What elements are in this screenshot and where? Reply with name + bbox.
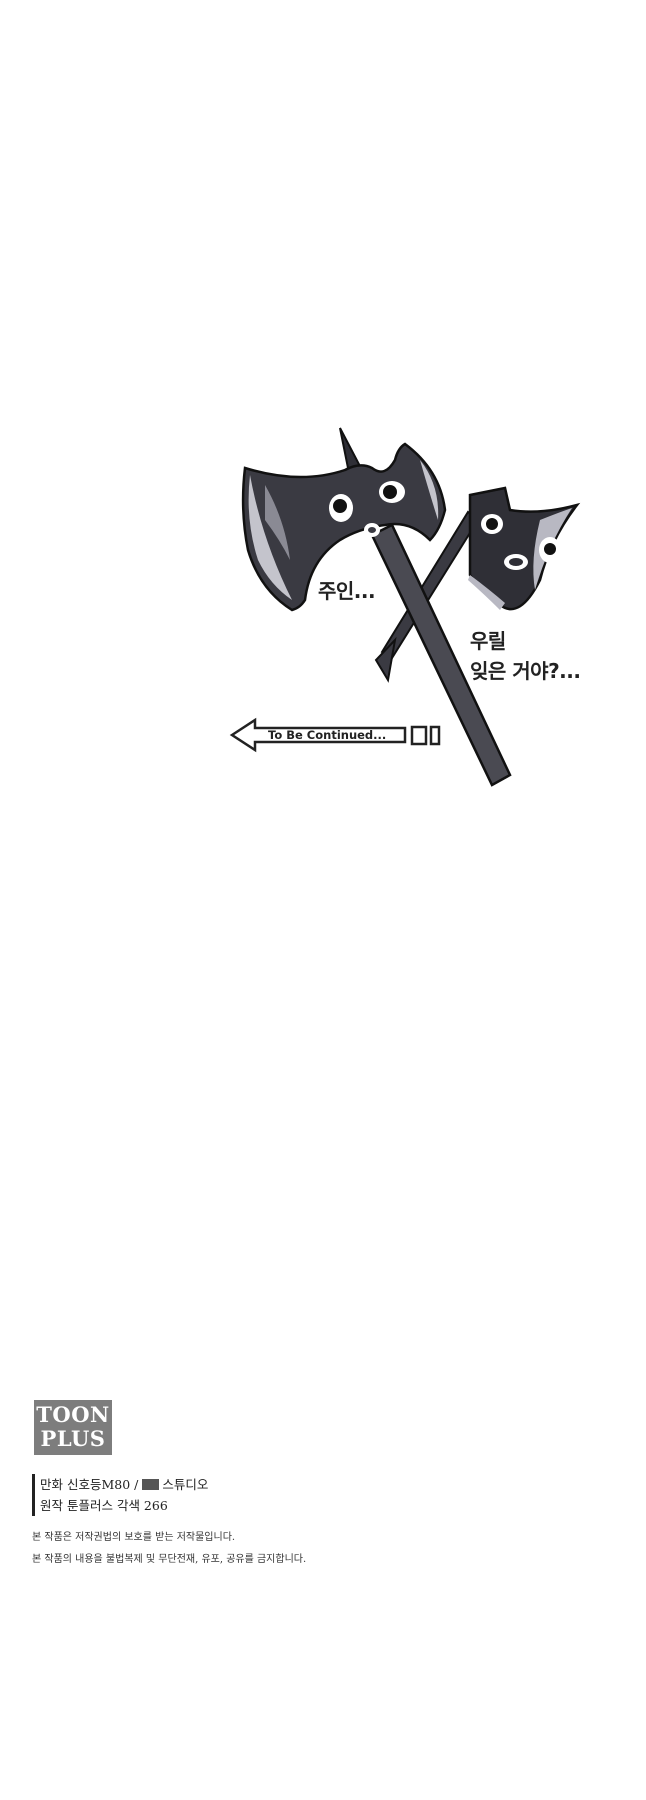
logo-line2: PLUS [40, 1426, 106, 1451]
crossed-axes-illustration [229, 427, 581, 787]
copyright-notice-2: 본 작품의 내용을 불법복제 및 무단전재, 유포, 공유를 금지합니다. [32, 1554, 307, 1565]
to-be-continued-label: To Be Continued... [268, 728, 387, 742]
credits-original: 원작 툰플러스 각색 266 [40, 1498, 168, 1513]
credits-line-art: 만화 신호등M80 / 스튜디오 [40, 1474, 208, 1495]
speech-text-forgot-line2: 잊은 거야?... [470, 659, 581, 683]
copyright-notice-1: 본 작품은 저작권법의 보호를 받는 저작물입니다. [32, 1532, 236, 1543]
speech-text-master: 주인... [318, 579, 376, 603]
credits-art: 만화 신호등M80 / [40, 1477, 139, 1492]
studio-logo-icon [142, 1479, 160, 1490]
credits-block: 만화 신호등M80 / 스튜디오 원작 툰플러스 각색 266 [32, 1474, 208, 1516]
credits-studio: 스튜디오 [162, 1477, 209, 1492]
speech-text-forgot-line1: 우릴 [470, 629, 506, 653]
logo-line1: TOON [36, 1402, 110, 1427]
toonplus-logo: TOON PLUS [34, 1400, 112, 1455]
